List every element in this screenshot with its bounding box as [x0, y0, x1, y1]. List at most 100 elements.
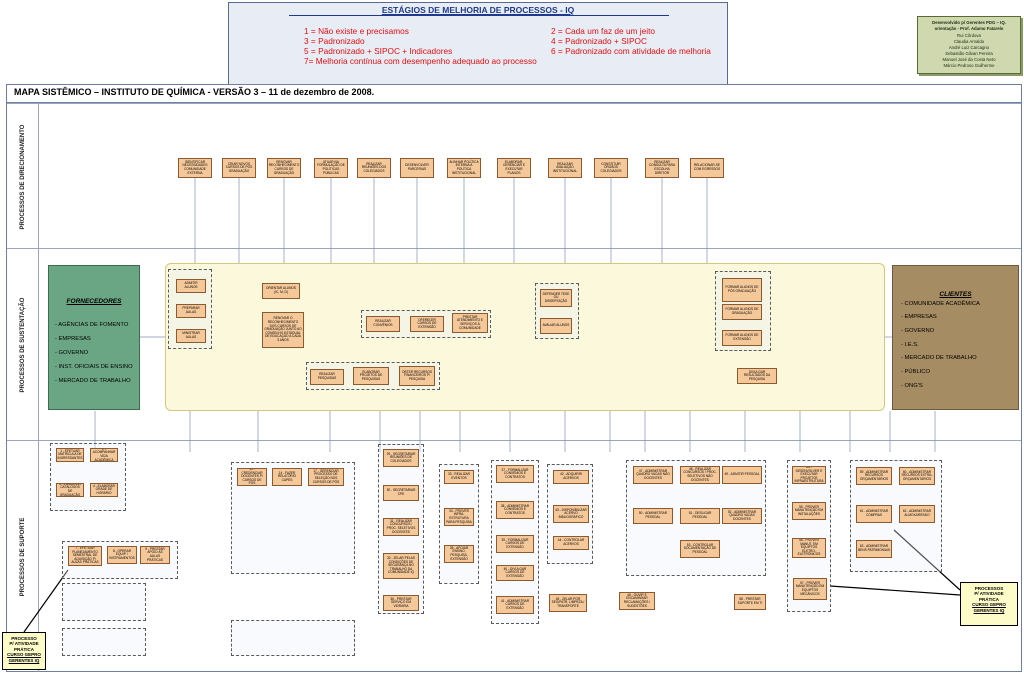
sustentacao-process-box: FORMAR ALUNOS DE PÓS GRADUAÇÃO [722, 278, 762, 302]
support-process-box: 36 - PRESTAR SERVIÇO EM VIDRARIA [383, 595, 419, 611]
support-process-box: 49 - ADMITIR PESSOAL [722, 466, 762, 484]
support-process-box: 4 - ELABORAR GRADE DE HORÁRIO [90, 483, 118, 497]
direction-process-box: ATUAR NA FORMULAÇÃO DE POLÍTICAS PÚBLICA… [314, 158, 348, 178]
callout-line: CURSO GEPRO [7, 652, 41, 658]
direction-process-box: IDENTIFICAR NECESSIDADES COMUNIDADE EXTE… [178, 158, 212, 178]
support-process-box: 52 - ADMINISTRAR QUADRO VAGAS DOCENTES [722, 508, 762, 524]
support-process-box: 59 - ADMINISTRAR RECURSOS ORÇAMENTÁRIOS [856, 467, 892, 485]
direction-process-box: REALIZAR REUNIÕES DOS COLEGIADOS [357, 158, 391, 178]
process-group [62, 583, 146, 621]
callout-line: PROCESSO [11, 636, 37, 641]
support-process-box: 38 - ADMINISTRAR CONVÊNIOS E CONTRATOS [496, 501, 534, 519]
support-process-box: 29 - SECRETARIAR REUNIÕES DE COLEGIADOS [383, 449, 419, 467]
direction-process-box: REALIZAR AVALIAÇÃO INSTITUCIONAL [548, 158, 582, 178]
sustentacao-process-box: ELABORAR PROJETOS DE PESQUISAS [353, 367, 389, 385]
support-process-box: 1 - EFETUAR MATRÍCULA DE INGRESSANTES [56, 448, 84, 462]
support-process-box: 42 - ADQUIRIR ACERVOS [553, 470, 589, 484]
support-process-box: 53 - CONTROLAR DOCUMENTAÇÃO DE PESSOAL [680, 540, 720, 558]
sustentacao-process-box: RENOVAR O RECONHECIMENTO DOS CURSOS DE G… [262, 312, 304, 348]
band-direcionamento: PROCESSOS DE DIRECIONAMENTO [7, 103, 1021, 249]
support-process-box: 8 - OPERAR EQUIP. / INSTRUMENTOS [107, 546, 137, 564]
credits-line: André Luiz Carcagno [948, 45, 990, 50]
map-title: MAPA SISTÊMICO – INSTITUTO DE QUÍMICA - … [14, 87, 375, 97]
callout-line: P/ ATIVIDADE [974, 591, 1004, 597]
sustentacao-process-box: MINISTRAR AULAS [176, 329, 206, 343]
sustentacao-process-box: FORMAR ALUNOS DE EXTENSÃO [722, 330, 762, 346]
callout-line: PRÁTICA [979, 596, 999, 602]
callout-line: CURSO GEPRO [972, 602, 1006, 608]
support-process-box: 58 - PRESTAR SUPORTE EM TI [734, 594, 766, 610]
sustentacao-process-box: DIVULGAR RESULTADOS DA PESQUISA [737, 368, 777, 384]
direction-process-box: REALIZAR CONSULTA PARA ESCOLHA DIRETOR [645, 158, 679, 178]
legend-divider [289, 15, 669, 16]
support-process-box: 43 - DISPONIBILIZAR ACERVO BIBLIOGRÁFICO [553, 505, 589, 523]
support-process-box: 46 - OUVIR E ENCAMINHAR RECLAMAÇÕES / SU… [619, 592, 655, 610]
support-process-box: 48 - REALIZAR CONCURSOS / PROC. SELETIVO… [680, 466, 720, 484]
legend-item: 2 = Cada um faz de um jeito [551, 26, 655, 36]
sustentacao-process-box: REALIZAR CONVÊNIOS [366, 316, 400, 332]
suppliers-box: FORNECEDORES - AGÊNCIAS DE FOMENTO - EMP… [48, 265, 140, 410]
support-process-box: 51 - DESLIGAR PESSOAL [680, 508, 720, 524]
support-process-box: 45 - ZELAR POR SEG/PATR, LIMPEZA / TRANS… [549, 594, 587, 612]
credits-line: Rui Côrdova [957, 33, 981, 38]
legend-item: 5 = Padronizado + SIPOC + Indicadores [304, 46, 453, 56]
sustentacao-process-box: AVALIAR ALUNOS [540, 318, 572, 334]
supplier-item: - INST. OFICIAIS DE ENSINO [55, 364, 133, 370]
supplier-item: - MERCADO DE TRABALHO [55, 378, 131, 384]
supplier-item: - AGÊNCIAS DE FOMENTO [55, 322, 129, 328]
support-process-box: 61 - ADMINISTRAR COMPRAS [856, 505, 892, 523]
clients-title: CLIENTES [939, 291, 972, 298]
client-item: - MERCADO DE TRABALHO [901, 355, 977, 361]
support-process-box: 9 - PRESTAR APOIO ÀS AULAS PRÁTICAS [140, 546, 170, 564]
support-process-box: 32 - ZELAR PELAS CONDIÇÕES DE SEGURANÇA … [383, 553, 419, 579]
direction-process-box: DESENVOLVER PARCERIAS [400, 158, 434, 178]
sustentacao-process-box: OFERECER CURSOS DE EXTENSÃO [410, 316, 444, 332]
support-process-box: 33 - REALIZAR EVENTOS [444, 470, 474, 484]
callout-right: PROCESSOS P/ ATIVIDADE PRÁTICA CURSO GEP… [960, 582, 1018, 626]
band-label-sustentacao: PROCESSOS DE SUSTENTAÇÃO [7, 249, 39, 441]
support-process-box: 60 - ADMINISTRAR RECURSOS EXTRA-ORÇAMENT… [899, 467, 935, 485]
support-process-box: 62 - ADMINISTRAR ALMOXARIFADO [899, 505, 935, 523]
credits-line: orientação - Prof. Adamo Fatarelo [934, 26, 1004, 31]
support-process-box: 47 - ADMINISTRAR QUADRO VAGAS NÃO DOCENT… [633, 466, 673, 484]
direction-process-box: RELACIONAR-SE COM EGRESSOS [690, 158, 724, 178]
sustentacao-process-box: PREPARAR AULAS [176, 304, 206, 318]
supplier-item: - EMPRESAS [55, 336, 91, 342]
support-process-box: 30 - SECRETARIAR CPE [383, 485, 419, 501]
support-process-box: 50 - ADMINISTRAR PESSOAL [633, 508, 673, 524]
direction-process-box: ELABORAR, GERENCIAR E EXECUTAR PLANOS [497, 158, 531, 178]
client-item: - GOVERNO [901, 328, 935, 334]
direction-process-box: ALINHAR POLÍTICA INTERNA À POLÍTICA INST… [447, 158, 481, 178]
sustentacao-process-box: DEFENDER TESE OU DISSERTAÇÃO [540, 289, 572, 307]
credits-box: Desenvolvido p/ Gerentes PDG – IQ. orien… [917, 16, 1021, 74]
sustentacao-process-box: ORIENTAR ALUNOS (IC, M, D) [262, 283, 300, 299]
direction-process-box: CONSTITUIR ÓRGÃOS COLEGIADOS [594, 158, 628, 178]
direction-process-box: RENOVAR RECONHECIMENTO CURSOS DE GRADUAÇ… [267, 158, 301, 178]
support-process-box: 41 - ADMINISTRAR CURSOS DE EXTENSÃO [496, 596, 534, 614]
callout-line: P/ ATIVIDADE [9, 641, 39, 647]
support-process-box: 40 - DIVULGAR CURSOS DE EXTENSÃO [496, 565, 534, 581]
legend-item: 4 = Padronizado + SIPOC [551, 36, 647, 46]
connector-line [829, 585, 961, 596]
support-process-box: 10 - CREDENCIAR DOCENTES P/ CURSOS DE PÓ… [237, 468, 267, 486]
credits-line: Márcio Pedroso Guilherme [943, 63, 995, 68]
legend-item: 3 = Padronizado [304, 36, 365, 46]
sustentacao-process-box: ADMITIR ALUNOS [176, 279, 206, 293]
legend-item: 1 = Não existe e precisamos [304, 26, 409, 36]
sustentacao-process-box: PRESTAR ATENDIMENTO E SERVIÇOS À COMUNID… [452, 313, 488, 333]
legend-item: 6 = Padronizado com atividade de melhori… [551, 46, 711, 56]
credits-line: Sebastião Gilvan Pereira [945, 51, 993, 56]
support-process-box: 37 - FORMALIZAR CONVÊNIOS E CONTRATOS [496, 465, 534, 483]
legend-item: 7= Melhoria contínua com desempenho adeq… [304, 56, 537, 66]
credits-line: Manoel José da Costa Neto [942, 57, 996, 62]
sustentacao-process-box: FORMAR ALUNOS DE GRADUAÇÃO [722, 304, 762, 320]
client-item: - COMUNIDADE ACADÊMICA [901, 301, 980, 307]
support-process-box: 3 - ELABORAR CATÁLOGOS DE GRADUAÇÃO [56, 483, 84, 497]
support-process-box: 34 - PROVER INFRA-ESTRUTURA PARA PESQUIS… [444, 508, 474, 526]
band-suporte: PROCESSOS DE SUPORTE [7, 440, 1021, 672]
support-process-box: 63 - ADMINISTRAR BENS PATRIMONIAIS [856, 540, 892, 558]
client-item: - PÚBLICO [901, 369, 930, 375]
callout-line: PRÁTICA [14, 646, 34, 652]
support-process-box: 56 - PROVER MANUT. EM EQUIPTOS ELETRO-EL… [792, 538, 826, 558]
callout-line: GERENTES IQ [8, 657, 40, 663]
